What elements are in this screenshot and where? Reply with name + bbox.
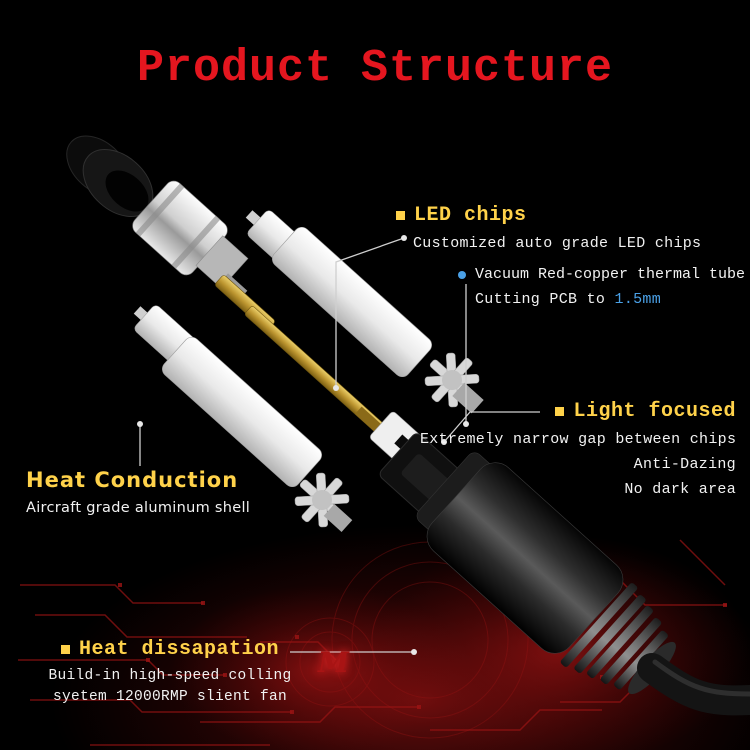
led-chips-leader [335,237,405,388]
pcb-thickness-value: 1.5mm [614,291,662,308]
cutting-pcb-text: Cutting PCB to [475,291,615,308]
led-chips-heading: LED chips [414,204,527,227]
light-focused-leader [443,411,540,443]
light-focused-heading-row: Light focused [420,400,736,423]
vacuum-tube-line2: Cutting PCB to 1.5mm [475,291,745,308]
light-focused-line2: Anti-Dazing [633,456,736,473]
vacuum-tube-heading-row: Vacuum Red-copper thermal tube [458,266,745,283]
heat-dissipation-heading: Heat dissapation [78,638,280,661]
page-title: Product Structure [136,43,614,94]
bullet-square-icon [60,645,70,654]
heat-dissipation-line2: syetem 12000RMP slient fan [52,689,288,705]
heat-conduction-heading: Heat Conduction [26,468,239,492]
lower-heatsink-gear [294,472,353,532]
bulb-exploded-diagram [66,135,750,716]
heat-conduction-description: Aircraft grade aluminum shell [26,500,251,516]
heat-dissipation-line1: Build-in high-speed colling [48,668,292,684]
upper-heatsink-gear [424,352,484,414]
chrome-collar [132,180,249,297]
bullet-square-icon [555,407,565,416]
lower-shell [133,305,353,532]
power-cable [637,653,750,716]
light-focused-heading: Light focused [573,400,736,423]
led-chips-description: Customized auto grade LED chips [413,235,702,252]
copper-pcb-strips [215,275,385,434]
light-focused-line3: No dark area [624,481,736,498]
callout-light-focused: Light focused Extremely narrow gap betwe… [420,400,736,498]
callout-led-chips: LED chips Customized auto grade LED chip… [396,204,701,252]
light-focused-line1: Extremely narrow gap between chips [420,431,737,448]
brand-watermark: M [318,646,349,679]
callout-vacuum-tube: Vacuum Red-copper thermal tube Cutting P… [458,266,745,308]
bullet-square-icon [396,211,405,220]
cooling-fins [560,583,676,695]
callout-heat-conduction: Heat Conduction Aircraft grade aluminum … [26,468,250,516]
callout-heat-dissipation: Heat dissapation Build-in high-speed col… [30,638,310,705]
bullet-dot-icon [458,270,466,279]
heat-dissipation-heading-row: Heat dissapation [60,638,280,661]
rubber-cap [66,135,154,217]
vacuum-tube-line1: Vacuum Red-copper thermal tube [475,266,746,283]
heatsink-body [416,452,624,654]
upper-shell [245,210,484,414]
led-chips-heading-row: LED chips [396,204,701,227]
